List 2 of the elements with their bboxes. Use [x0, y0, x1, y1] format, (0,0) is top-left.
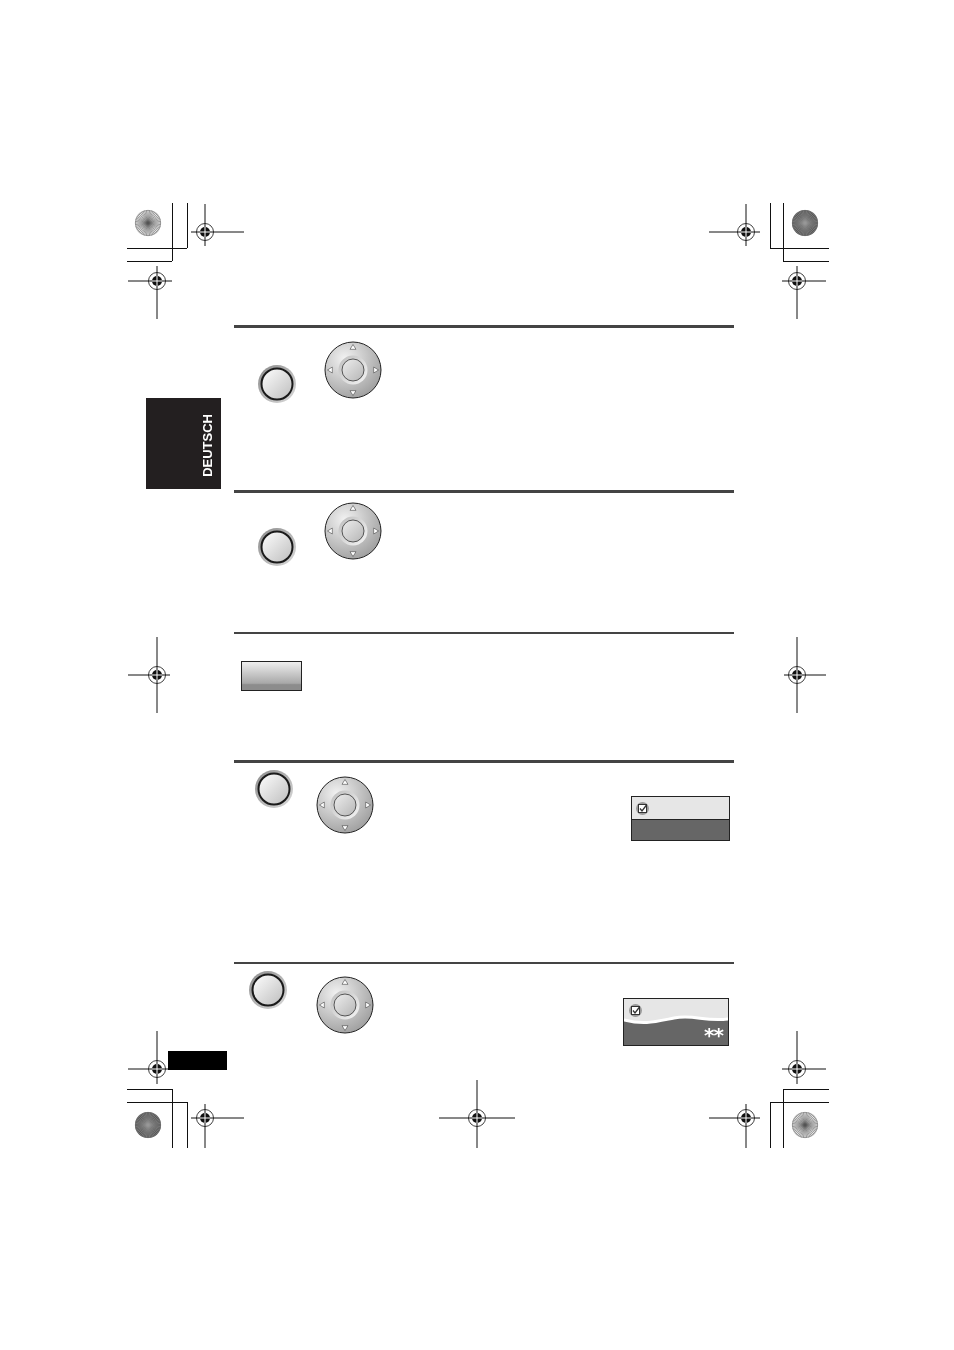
- display-value: **: [704, 1027, 723, 1044]
- language-label: DEUTSCH: [201, 414, 215, 477]
